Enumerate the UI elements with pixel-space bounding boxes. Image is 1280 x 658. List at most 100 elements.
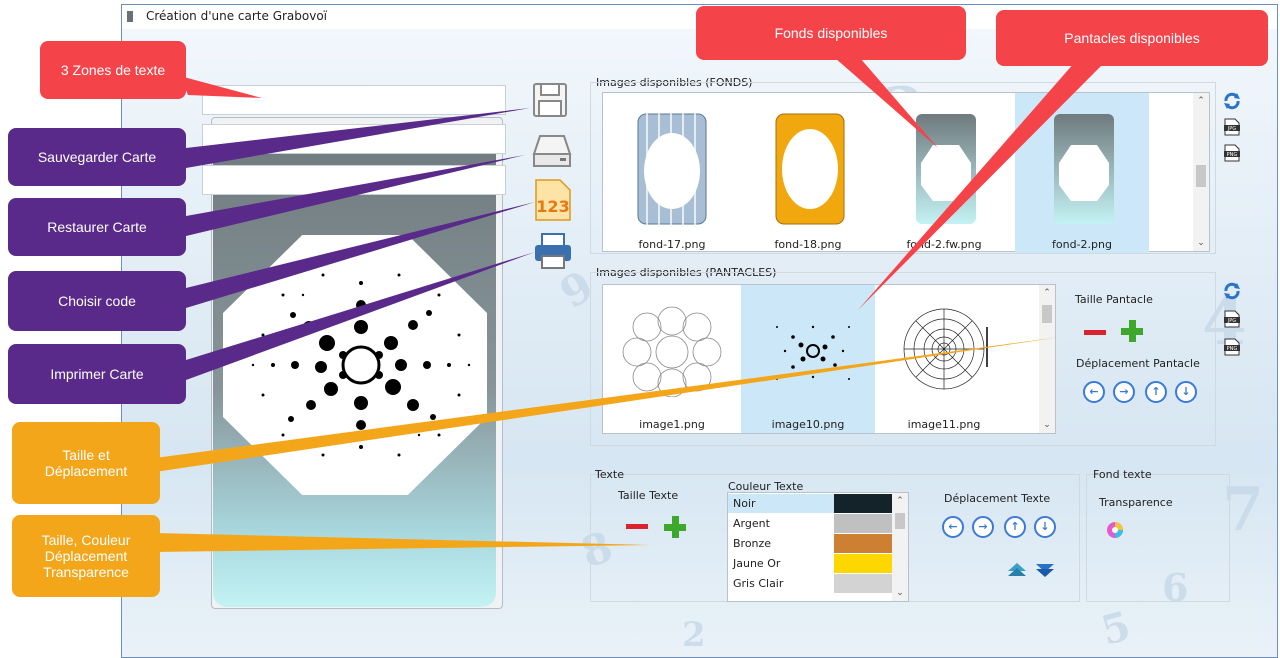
callout-fonds: Fonds disponibles	[696, 6, 966, 60]
color-swatch	[834, 494, 892, 513]
text-left-button[interactable]: ←	[942, 516, 964, 538]
color-list-scrollbar[interactable]: ⌃ ⌄	[892, 493, 908, 601]
pantacle-label: image11.png	[907, 418, 981, 431]
bg-digit: 6	[1162, 565, 1189, 610]
taille-texte-label: Taille Texte	[618, 489, 679, 502]
pantacle-shrink-button[interactable]	[1084, 330, 1106, 335]
pantacle-right-button[interactable]: →	[1113, 381, 1135, 403]
scroll-thumb[interactable]	[1042, 305, 1052, 323]
color-option[interactable]: Jaune Or	[728, 554, 892, 573]
text-grow-button[interactable]	[664, 516, 686, 538]
fond-thumb[interactable]: fond-17.png	[605, 93, 739, 253]
jpg-file-icon[interactable]: JPG	[1224, 310, 1242, 328]
transparence-label: Transparence	[1099, 496, 1173, 509]
fond-label: fond-2.png	[1052, 238, 1112, 251]
callout-zones-texte: 3 Zones de texte	[40, 41, 186, 99]
deplacement-texte-label: Déplacement Texte	[944, 492, 1051, 505]
scroll-down-icon[interactable]: ⌄	[1197, 238, 1205, 248]
text-right-button[interactable]: →	[972, 516, 994, 538]
fond-image	[916, 114, 976, 224]
color-name: Jaune Or	[733, 557, 781, 570]
pantacle-left-button[interactable]: ←	[1083, 381, 1105, 403]
svg-text:PNG: PNG	[1227, 346, 1238, 352]
scroll-thumb[interactable]	[1196, 165, 1206, 187]
text-shrink-button[interactable]	[626, 524, 648, 529]
123-icon: 123	[535, 179, 571, 221]
callout-sauvegarder: Sauvegarder Carte	[8, 128, 186, 186]
color-option[interactable]: Argent	[728, 514, 892, 533]
text-down-button[interactable]: ↓	[1034, 516, 1056, 538]
fond-image	[775, 113, 845, 225]
text-color-list[interactable]: Noir Argent Bronze Jaune Or Gris Clair ⌃…	[727, 492, 909, 602]
color-option[interactable]: Bronze	[728, 534, 892, 553]
printer-icon	[535, 233, 571, 269]
pantacle-thumb-selected[interactable]: image10.png	[741, 285, 875, 433]
pantacle-image	[776, 325, 850, 380]
text-zone-3[interactable]	[202, 165, 506, 195]
color-name: Bronze	[733, 537, 772, 550]
fond-label: fond-2.fw.png	[906, 238, 982, 251]
callout-taille-couleur: Taille, Couleur Déplacement Transparence	[12, 515, 160, 597]
color-option[interactable]: Gris Clair	[728, 574, 892, 593]
fond-texte-label: Fond texte	[1093, 468, 1152, 481]
fond-thumb[interactable]: fond-2.fw.png	[877, 93, 1011, 253]
text-up-button[interactable]: ↑	[1004, 516, 1026, 538]
jpg-file-icon[interactable]: JPG	[1224, 118, 1242, 136]
save-card-button[interactable]	[530, 80, 570, 120]
drive-icon	[532, 135, 572, 167]
restore-card-button[interactable]	[530, 130, 574, 170]
choose-code-button[interactable]: 123	[532, 178, 574, 222]
svg-text:PNG: PNG	[1227, 152, 1238, 158]
text-zone-1[interactable]	[202, 85, 506, 115]
scroll-thumb[interactable]	[895, 513, 905, 529]
scroll-down-icon[interactable]: ⌄	[896, 588, 904, 598]
couleur-texte-label: Couleur Texte	[728, 480, 804, 493]
callout-choisir-code: Choisir code	[8, 271, 186, 331]
refresh-icon[interactable]	[1223, 282, 1241, 300]
fonds-scrollbar[interactable]: ⌃ ⌄	[1193, 93, 1209, 251]
color-swatch	[834, 534, 892, 553]
pantacle-down-button[interactable]: ↓	[1175, 381, 1197, 403]
callout-restaurer: Restaurer Carte	[8, 198, 186, 256]
scroll-up-icon[interactable]: ⌃	[896, 496, 904, 506]
svg-text:JPG: JPG	[1227, 318, 1236, 324]
fond-thumb[interactable]: fond-18.png	[741, 93, 875, 253]
arrow-down-layer-icon	[1036, 564, 1054, 577]
fond-image	[637, 113, 707, 225]
deplacement-pantacle-label: Déplacement Pantacle	[1076, 357, 1200, 370]
pantacle-label: image10.png	[771, 418, 845, 431]
print-card-button[interactable]	[532, 230, 574, 272]
floppy-disk-icon	[533, 83, 567, 117]
color-option-selected[interactable]: Noir	[728, 494, 892, 513]
taille-pantacle-label: Taille Pantacle	[1075, 293, 1153, 306]
text-layer-down-button[interactable]	[1035, 562, 1055, 578]
transparence-button[interactable]	[1105, 520, 1125, 540]
fond-thumb-selected[interactable]: fond-2.png	[1015, 93, 1149, 253]
scroll-down-icon[interactable]: ⌄	[1043, 420, 1051, 430]
fonds-panel: fond-17.png fond-18.png fond-2.fw.png fo…	[602, 92, 1210, 253]
scroll-up-icon[interactable]: ⌃	[1043, 288, 1051, 298]
fond-label: fond-18.png	[774, 238, 842, 251]
pantacle-thumb[interactable]: image1.png	[605, 285, 739, 433]
svg-text:JPG: JPG	[1227, 126, 1236, 132]
pantacle-thumb[interactable]: image11.png	[877, 285, 1011, 433]
refresh-icon[interactable]	[1223, 92, 1241, 110]
png-file-icon[interactable]: PNG	[1224, 144, 1242, 162]
svg-text:123: 123	[536, 197, 569, 216]
pantacle-image	[903, 308, 988, 390]
pantacle-grow-button[interactable]	[1121, 320, 1143, 342]
text-zone-2[interactable]	[202, 124, 506, 154]
text-layer-up-button[interactable]	[1007, 562, 1027, 578]
fond-texte-group-frame	[1086, 474, 1230, 602]
color-name: Noir	[733, 497, 756, 510]
arrow-up-layer-icon	[1008, 563, 1026, 576]
scroll-up-icon[interactable]: ⌃	[1197, 96, 1205, 106]
fond-image	[1054, 114, 1114, 224]
color-wheel-icon	[1107, 522, 1123, 538]
color-name: Gris Clair	[733, 577, 784, 590]
callout-pantacles: Pantacles disponibles	[996, 10, 1268, 66]
pantacles-scrollbar[interactable]: ⌃ ⌄	[1039, 285, 1055, 433]
pantacle-up-button[interactable]: ↑	[1145, 381, 1167, 403]
card-pantacle-area	[223, 235, 487, 495]
png-file-icon[interactable]: PNG	[1224, 338, 1242, 356]
